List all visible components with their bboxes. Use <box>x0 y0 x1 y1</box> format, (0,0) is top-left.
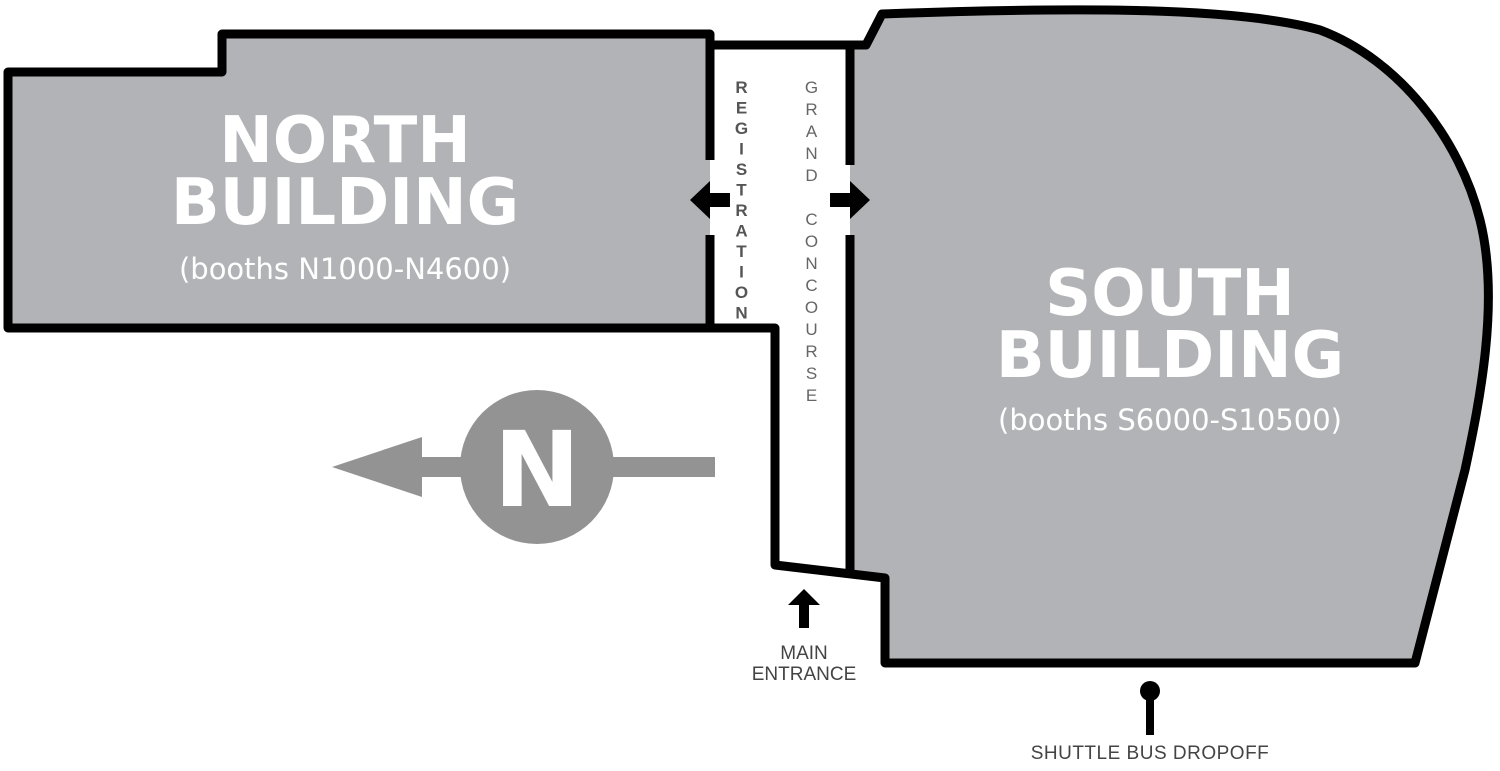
map-pin-icon <box>1140 681 1160 735</box>
south-building-area[interactable] <box>850 9 1489 663</box>
walls <box>3 5 1493 668</box>
north-building-title: NORTH <box>219 104 471 178</box>
north-building-area[interactable] <box>8 34 710 328</box>
south-building-title: SOUTH <box>1045 257 1295 331</box>
arrow-left-icon <box>690 181 730 219</box>
north-building-title-2: BUILDING <box>171 166 519 240</box>
grand-concourse-label: GRAND CONCOURSE <box>802 78 821 408</box>
arrow-up-icon <box>788 589 820 628</box>
main-entrance-label-2: ENTRANCE <box>752 664 857 685</box>
arrow-right-icon <box>830 181 870 219</box>
registration-label: REGISTRATION <box>732 78 751 324</box>
south-building-title-2: BUILDING <box>996 319 1344 393</box>
north-booths: (booths N1000-N4600) <box>179 252 511 286</box>
north-compass-icon: N <box>332 390 715 544</box>
main-entrance-label: MAIN <box>780 643 828 664</box>
compass-letter: N <box>493 409 580 531</box>
south-booths: (booths S6000-S10500) <box>998 403 1342 437</box>
shuttle-label: SHUTTLE BUS DROPOFF <box>1031 743 1270 764</box>
